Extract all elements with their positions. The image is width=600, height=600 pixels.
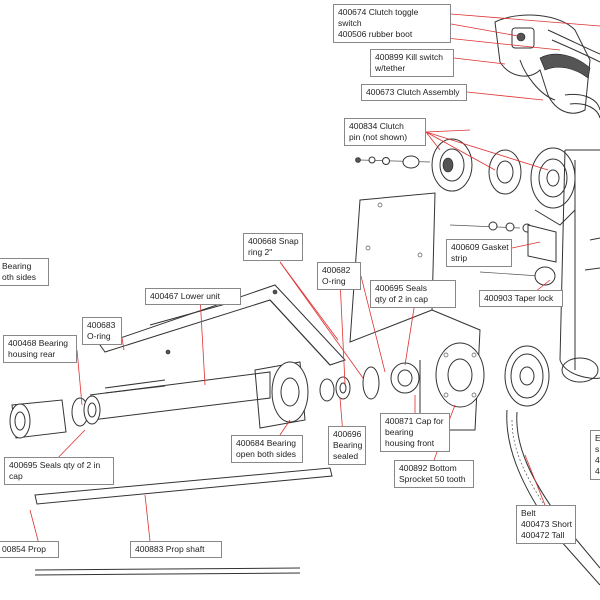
- label-line: sealed: [333, 451, 359, 461]
- leader-line: [511, 241, 541, 249]
- motor-handle-drawing: [494, 14, 600, 119]
- label-right-cut: E s 4 4: [590, 430, 600, 480]
- label-line: housing rear: [8, 349, 56, 359]
- label-lower-unit: 400467 Lower unit: [145, 288, 241, 305]
- leader-line: [450, 13, 600, 27]
- leader-line: [425, 131, 496, 171]
- label-cap-front: 400871 Cap for bearing housing front: [380, 413, 450, 452]
- label-clutch-assembly: 400673 Clutch Assembly: [361, 84, 467, 101]
- label-line: open both sides: [236, 449, 297, 459]
- label-line: 400883 Prop shaft: [135, 544, 205, 554]
- leader-line: [121, 337, 125, 351]
- label-line: 400673 Clutch Assembly: [366, 87, 460, 97]
- label-line: Belt: [521, 508, 536, 518]
- label-line: 400467 Lower unit: [150, 291, 220, 301]
- label-prop-shaft: 400883 Prop shaft: [130, 541, 222, 558]
- label-line: 400468 Bearing: [8, 338, 69, 348]
- label-line: 400683: [87, 320, 116, 330]
- label-line: oth sides: [2, 272, 37, 282]
- label-line: 400696: [333, 429, 362, 439]
- label-line: 00854 Prop: [2, 544, 46, 554]
- label-line: Bearing: [2, 261, 32, 271]
- prop-shaft-drawing: [34, 467, 333, 576]
- label-line: qty of 2 in cap: [375, 294, 428, 304]
- label-clutch-pin: 400834 Clutch pin (not shown): [344, 118, 426, 146]
- label-line: switch: [338, 18, 362, 28]
- label-line: 400506 rubber boot: [338, 29, 413, 39]
- label-line: 400871 Cap for: [385, 416, 444, 426]
- label-line: 400668 Snap: [248, 236, 299, 246]
- clutch-assembly-drawing: [355, 138, 576, 226]
- label-line: housing front: [385, 438, 435, 448]
- label-bearing-left: Bearing oth sides: [0, 258, 49, 286]
- label-line: 400695 Seals qty of 2 in: [9, 460, 101, 470]
- label-line: E: [595, 433, 600, 443]
- leader-line: [404, 301, 416, 366]
- label-line: ring 2": [248, 247, 273, 257]
- label-oring-left: 400683 O-ring: [82, 317, 122, 345]
- label-line: strip: [451, 253, 468, 263]
- label-prop: 00854 Prop: [0, 541, 59, 558]
- leader-line: [453, 57, 506, 65]
- label-line: 400899 Kill switch: [375, 52, 444, 62]
- label-clutch-toggle: 400674 Clutch toggle switch 400506 rubbe…: [333, 4, 451, 43]
- rear-housing-drawing: [9, 379, 166, 439]
- leader-line: [425, 131, 441, 151]
- label-line: 400472 Tall: [521, 530, 565, 540]
- label-line: Bearing: [333, 440, 363, 450]
- label-line: O-ring: [87, 331, 111, 341]
- label-line: 400473 Short: [521, 519, 573, 529]
- label-snap-ring: 400668 Snap ring 2": [243, 233, 303, 261]
- label-line: 4: [595, 455, 600, 465]
- leader-line: [425, 131, 549, 171]
- label-seals-top: 400695 Seals qty of 2 in cap: [370, 280, 456, 308]
- leader-line: [76, 349, 83, 406]
- label-bottom-sprocket: 400892 Bottom Sprocket 50 tooth: [394, 460, 474, 488]
- leader-line: [360, 275, 386, 373]
- leader-line: [466, 91, 544, 101]
- label-line: 400695 Seals: [375, 283, 427, 293]
- label-seals-bottom: 400695 Seals qty of 2 in cap: [4, 457, 114, 485]
- label-oring-top: 400682 O-ring: [317, 262, 361, 290]
- label-line: 400674 Clutch toggle: [338, 7, 419, 17]
- leader-line: [199, 295, 206, 386]
- leader-line: [524, 454, 546, 506]
- label-bearing-open: 400684 Bearing open both sides: [231, 435, 303, 463]
- upper-housing-drawing: [449, 149, 600, 383]
- leader-line: [425, 129, 471, 133]
- label-line: bearing: [385, 427, 414, 437]
- leader-lines: [29, 13, 600, 549]
- leader-line: [439, 21, 519, 37]
- label-bearing-sealed: 400696 Bearing sealed: [328, 426, 366, 465]
- lower-housing-drawing: [89, 361, 420, 429]
- label-line: s: [595, 444, 600, 454]
- leader-line: [279, 261, 339, 341]
- label-line: 400682: [322, 265, 351, 275]
- label-gasket-strip: 400609 Gasket strip: [446, 239, 512, 267]
- label-line: 4: [595, 466, 600, 476]
- label-line: 400609 Gasket: [451, 242, 509, 252]
- label-line: cap: [9, 471, 23, 481]
- label-taper-lock: 400903 Taper lock: [479, 290, 563, 307]
- label-line: O-ring: [322, 276, 346, 286]
- label-line: 400892 Bottom: [399, 463, 457, 473]
- label-line: 400834 Clutch: [349, 121, 404, 131]
- label-line: w/tether: [375, 63, 406, 73]
- label-line: pin (not shown): [349, 132, 408, 142]
- label-line: Sprocket 50 tooth: [399, 474, 466, 484]
- label-belt: Belt 400473 Short 400472 Tall: [516, 505, 576, 544]
- label-line: 400903 Taper lock: [484, 293, 554, 303]
- leader-line: [279, 261, 364, 379]
- label-line: 400684 Bearing: [236, 438, 297, 448]
- leader-line: [144, 494, 151, 542]
- label-kill-switch: 400899 Kill switch w/tether: [370, 49, 454, 77]
- label-bearing-housing-rear: 400468 Bearing housing rear: [3, 335, 77, 363]
- leader-line: [339, 279, 346, 385]
